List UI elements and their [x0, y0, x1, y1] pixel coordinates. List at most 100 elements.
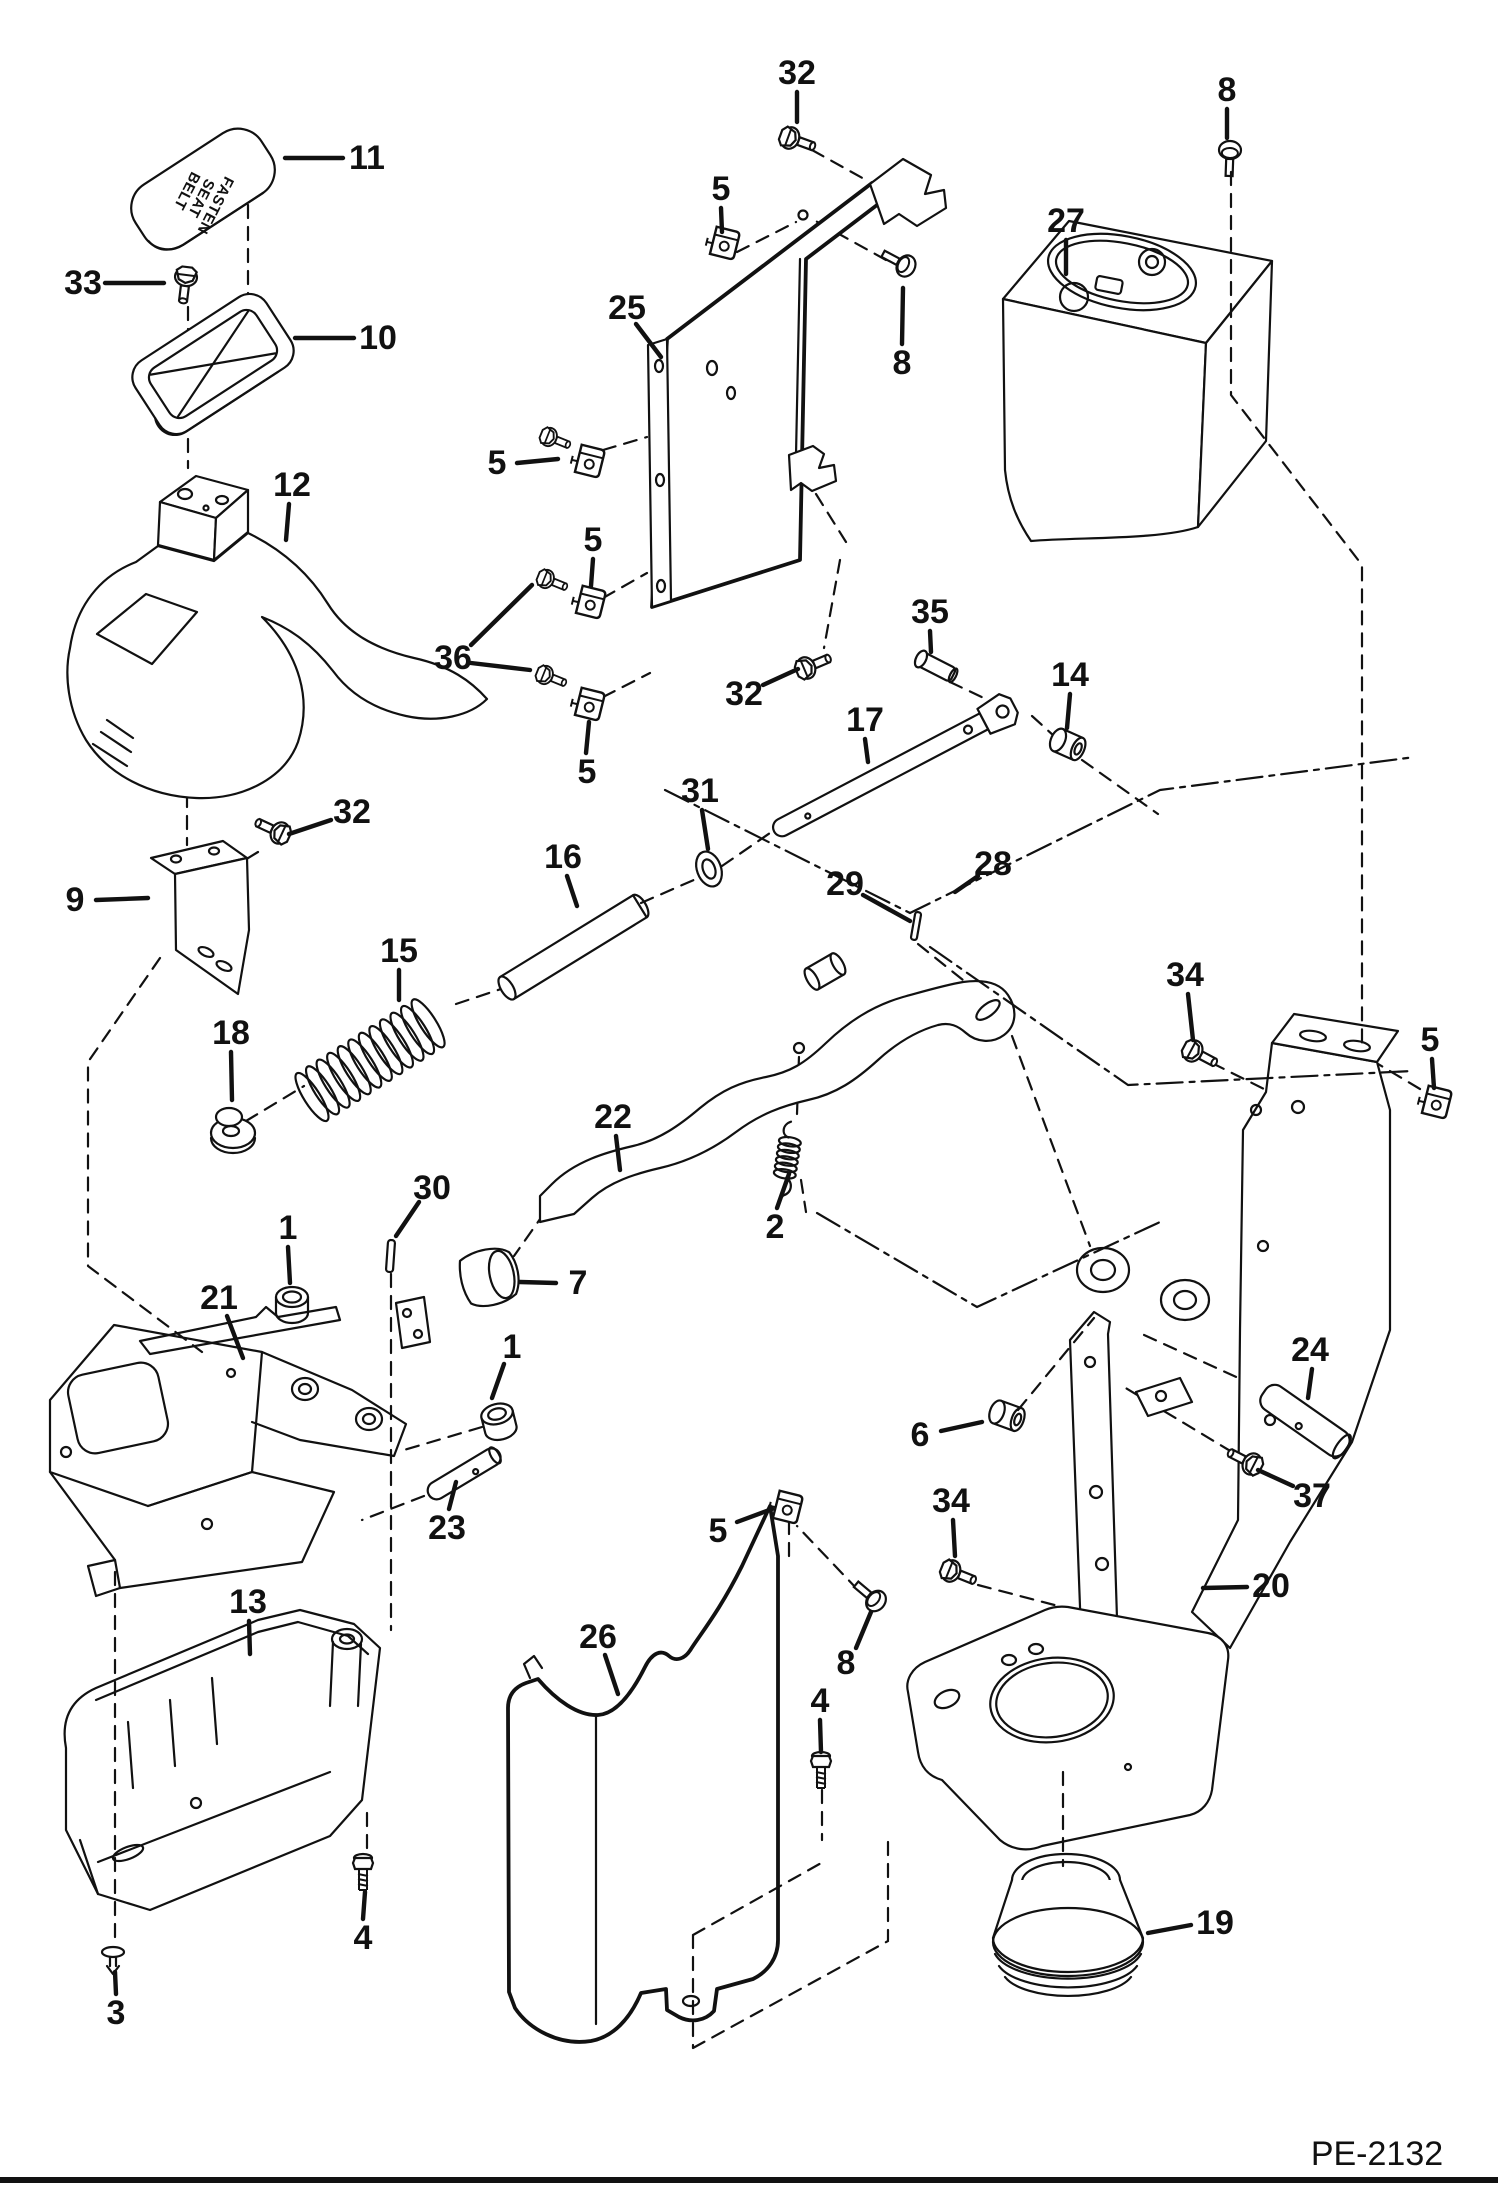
callout-8: 8 [1218, 71, 1237, 109]
leader-line [285, 1244, 293, 1286]
leader-line [517, 1279, 559, 1286]
callout-2: 2 [766, 1208, 785, 1246]
callout-32: 32 [778, 54, 816, 92]
leader-line [1200, 1584, 1250, 1591]
leader-line [583, 719, 592, 756]
part-18-grommet [209, 1106, 257, 1155]
leader-line [1255, 1467, 1296, 1489]
leader-line [588, 556, 596, 589]
callout-5: 5 [584, 521, 603, 559]
leader-line [734, 1506, 775, 1525]
leader-line [927, 628, 934, 655]
leader-line [564, 873, 580, 909]
leader-line [1429, 1056, 1437, 1091]
callout-26: 26 [579, 1618, 617, 1656]
callout-5: 5 [578, 753, 597, 791]
leader-line [760, 666, 801, 688]
leader-line [228, 1049, 235, 1103]
leader-line [950, 1517, 958, 1559]
part-30-pin [384, 1238, 397, 1274]
part-29-pin [909, 910, 923, 942]
callout-17: 17 [846, 701, 884, 739]
part-20-support-bracket [906, 1012, 1400, 1851]
callout-5: 5 [1421, 1021, 1440, 1059]
callout-9: 9 [66, 881, 85, 919]
callout-22: 22 [594, 1098, 632, 1136]
leader-line [853, 1609, 874, 1651]
callout-12: 12 [273, 466, 311, 504]
callout-34: 34 [932, 1482, 970, 1520]
part-6-bushing [988, 1399, 1026, 1433]
part-19-boot [991, 1852, 1145, 1998]
callout-8: 8 [893, 344, 912, 382]
leader-line [246, 1618, 253, 1657]
callout-27: 27 [1047, 202, 1085, 240]
callout-16: 16 [544, 838, 582, 876]
leader-line [817, 1717, 824, 1755]
leader-line [774, 1171, 792, 1211]
callout-6: 6 [911, 1416, 930, 1454]
leader-line [224, 1313, 246, 1361]
leader-line [862, 736, 871, 765]
callout-14: 14 [1051, 656, 1089, 694]
leader-line [1305, 1366, 1315, 1401]
callout-15: 15 [380, 932, 418, 970]
leader-line [360, 1889, 368, 1922]
part-22-lever [538, 952, 1016, 1224]
callout-28: 28 [974, 845, 1012, 883]
leader-line [93, 895, 151, 903]
part-26-cover [506, 1504, 780, 2044]
callout-18: 18 [212, 1014, 250, 1052]
callout-33: 33 [64, 264, 102, 302]
leader-line [602, 1652, 621, 1697]
leader-line [446, 1479, 459, 1512]
part-14-bushing [1048, 727, 1087, 762]
leader-line [283, 501, 292, 543]
leader-line [286, 817, 334, 837]
callout-1: 1 [279, 1209, 298, 1247]
leader-line [112, 1969, 119, 1997]
part-15-spring [294, 998, 446, 1123]
part-9-bracket [149, 839, 251, 996]
callout-10: 10 [359, 319, 397, 357]
callout-5: 5 [712, 170, 731, 208]
leader-line [613, 1133, 623, 1173]
part-3-rivet [100, 1945, 126, 1976]
leader-line [1185, 991, 1196, 1043]
leader-line [468, 660, 533, 673]
callout-20: 20 [1252, 1567, 1290, 1605]
callout-37: 37 [1293, 1477, 1331, 1515]
callout-13: 13 [229, 1583, 267, 1621]
leader-line [489, 1361, 507, 1401]
leader-line [1064, 691, 1073, 731]
part-17-rod [771, 693, 1019, 838]
leader-line [899, 285, 906, 347]
callout-4: 4 [354, 1919, 373, 1957]
part-23-pin [426, 1446, 502, 1501]
callout-29: 29 [826, 865, 864, 903]
part-24-pin [1259, 1383, 1352, 1460]
page-bottom-rule [0, 2177, 1498, 2183]
leader-line [718, 205, 725, 235]
leader-line [860, 892, 913, 924]
leader-line [699, 807, 711, 852]
callout-32: 32 [725, 675, 763, 713]
leader-line [393, 1199, 422, 1239]
callout-31: 31 [681, 772, 719, 810]
callout-30: 30 [413, 1169, 451, 1207]
callout-5: 5 [709, 1512, 728, 1550]
callout-34: 34 [1166, 956, 1204, 994]
leader-line [938, 1419, 985, 1434]
leader-line [468, 582, 535, 648]
callout-35: 35 [911, 593, 949, 631]
callout-32: 32 [333, 793, 371, 831]
part-16-tube [497, 893, 650, 1001]
callout-36: 36 [434, 639, 472, 677]
part-35-pin [913, 649, 959, 684]
callout-4: 4 [811, 1682, 830, 1720]
drawing-code: PE-2132 [1311, 2135, 1443, 2173]
callout-11: 11 [349, 139, 385, 177]
callout-19: 19 [1196, 1904, 1234, 1942]
